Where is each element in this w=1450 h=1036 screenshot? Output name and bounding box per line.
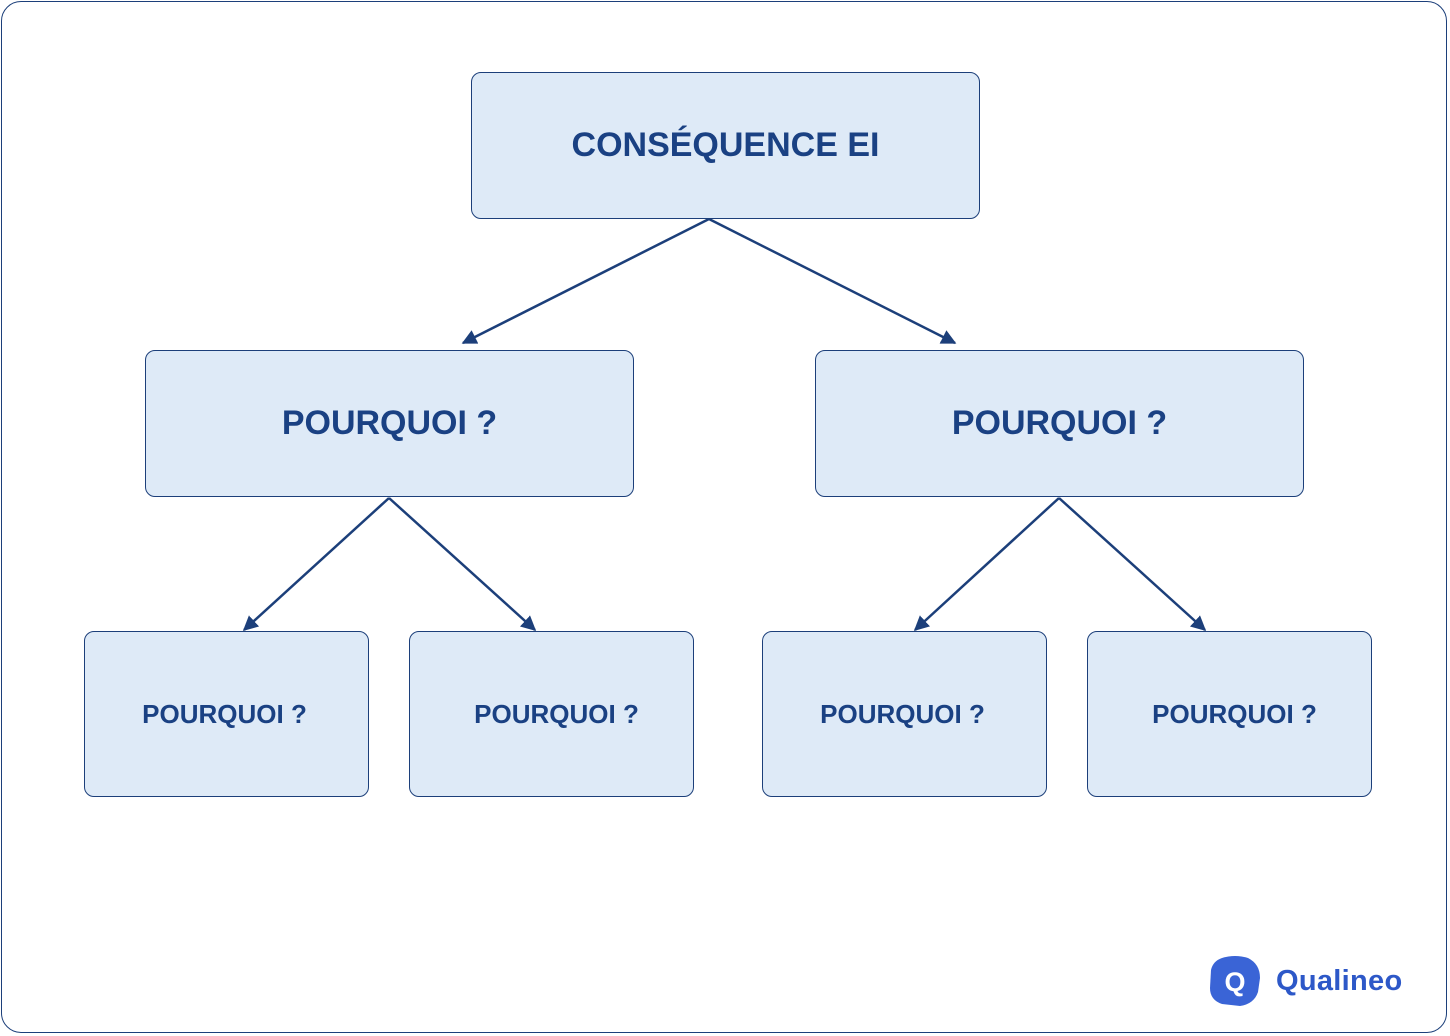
level1-node-label: POURQUOI ? (281, 404, 498, 442)
level2-node-4: POURQUOI ? (1087, 631, 1372, 797)
level2-node-1: POURQUOI ? (84, 631, 369, 797)
root-node-label: CONSÉQUENCE EI (571, 126, 880, 164)
level2-node-label: POURQUOI ? (474, 698, 639, 729)
level1-node-right: POURQUOI ? (815, 350, 1304, 497)
root-node-consequence: CONSÉQUENCE EI (471, 72, 980, 219)
level2-node-label: POURQUOI ? (142, 698, 307, 729)
level2-node-label: POURQUOI ? (1152, 698, 1317, 729)
level2-node-label: POURQUOI ? (820, 698, 985, 729)
level1-node-label: POURQUOI ? (951, 404, 1168, 442)
level2-node-2: POURQUOI ? (409, 631, 694, 797)
q-letter-icon: Q (1210, 956, 1260, 1006)
level1-node-left: POURQUOI ? (145, 350, 634, 497)
level2-node-3: POURQUOI ? (762, 631, 1047, 797)
svg-text:Q: Q (1224, 967, 1245, 997)
brand-name: Qualineo (1276, 964, 1403, 997)
brand-logo-group: Q Qualineo (1208, 954, 1402, 1008)
